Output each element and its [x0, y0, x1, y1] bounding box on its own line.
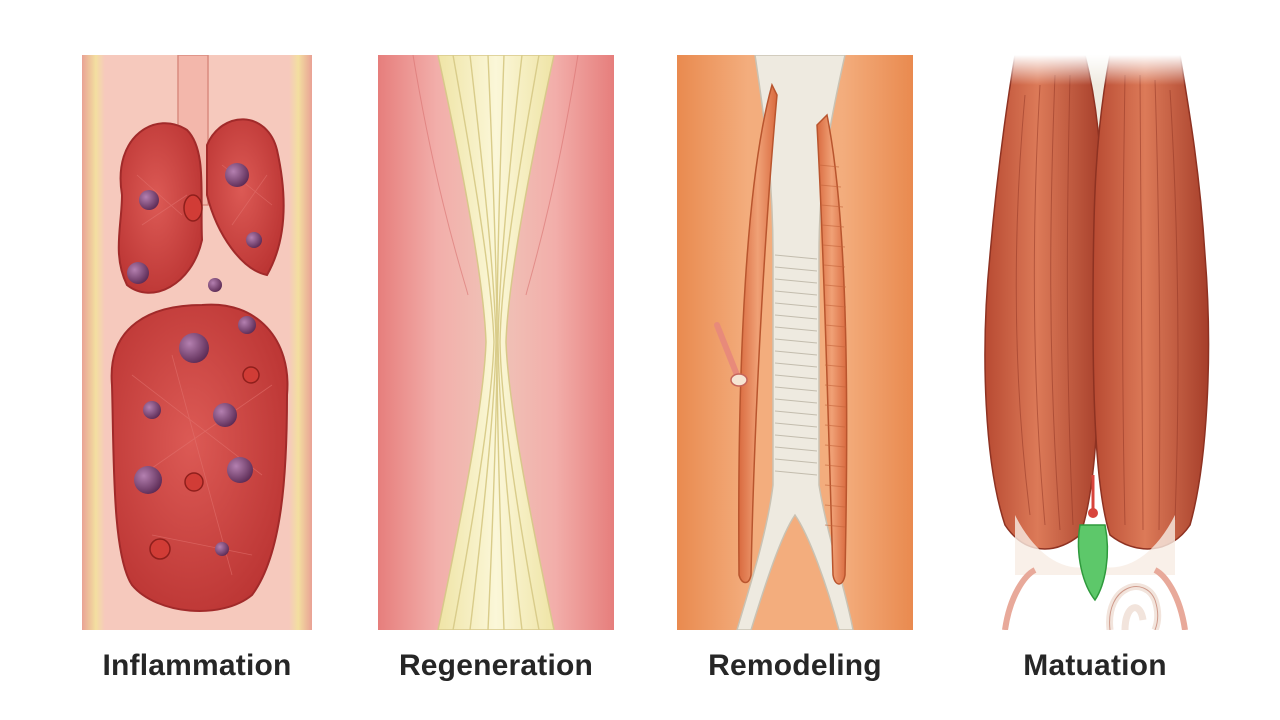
- immune-cells: [127, 163, 262, 556]
- remodeling-illustration: [677, 55, 913, 630]
- red-blood-cells: [149, 194, 260, 560]
- regeneration-illustration: [378, 55, 614, 630]
- upper-left-lobe: [117, 122, 204, 294]
- lower-lobe: [110, 303, 289, 612]
- stage-label-regeneration: Regeneration: [398, 649, 594, 682]
- stage-label-maturation: Matuation: [1023, 649, 1167, 682]
- upper-right-lobe: [206, 118, 285, 277]
- stage-label-remodeling: Remodeling: [708, 649, 882, 682]
- stage-label-inflammation: Inflammation: [102, 649, 292, 682]
- maturation-illustration: [975, 55, 1215, 630]
- inflammation-illustration: [82, 55, 312, 630]
